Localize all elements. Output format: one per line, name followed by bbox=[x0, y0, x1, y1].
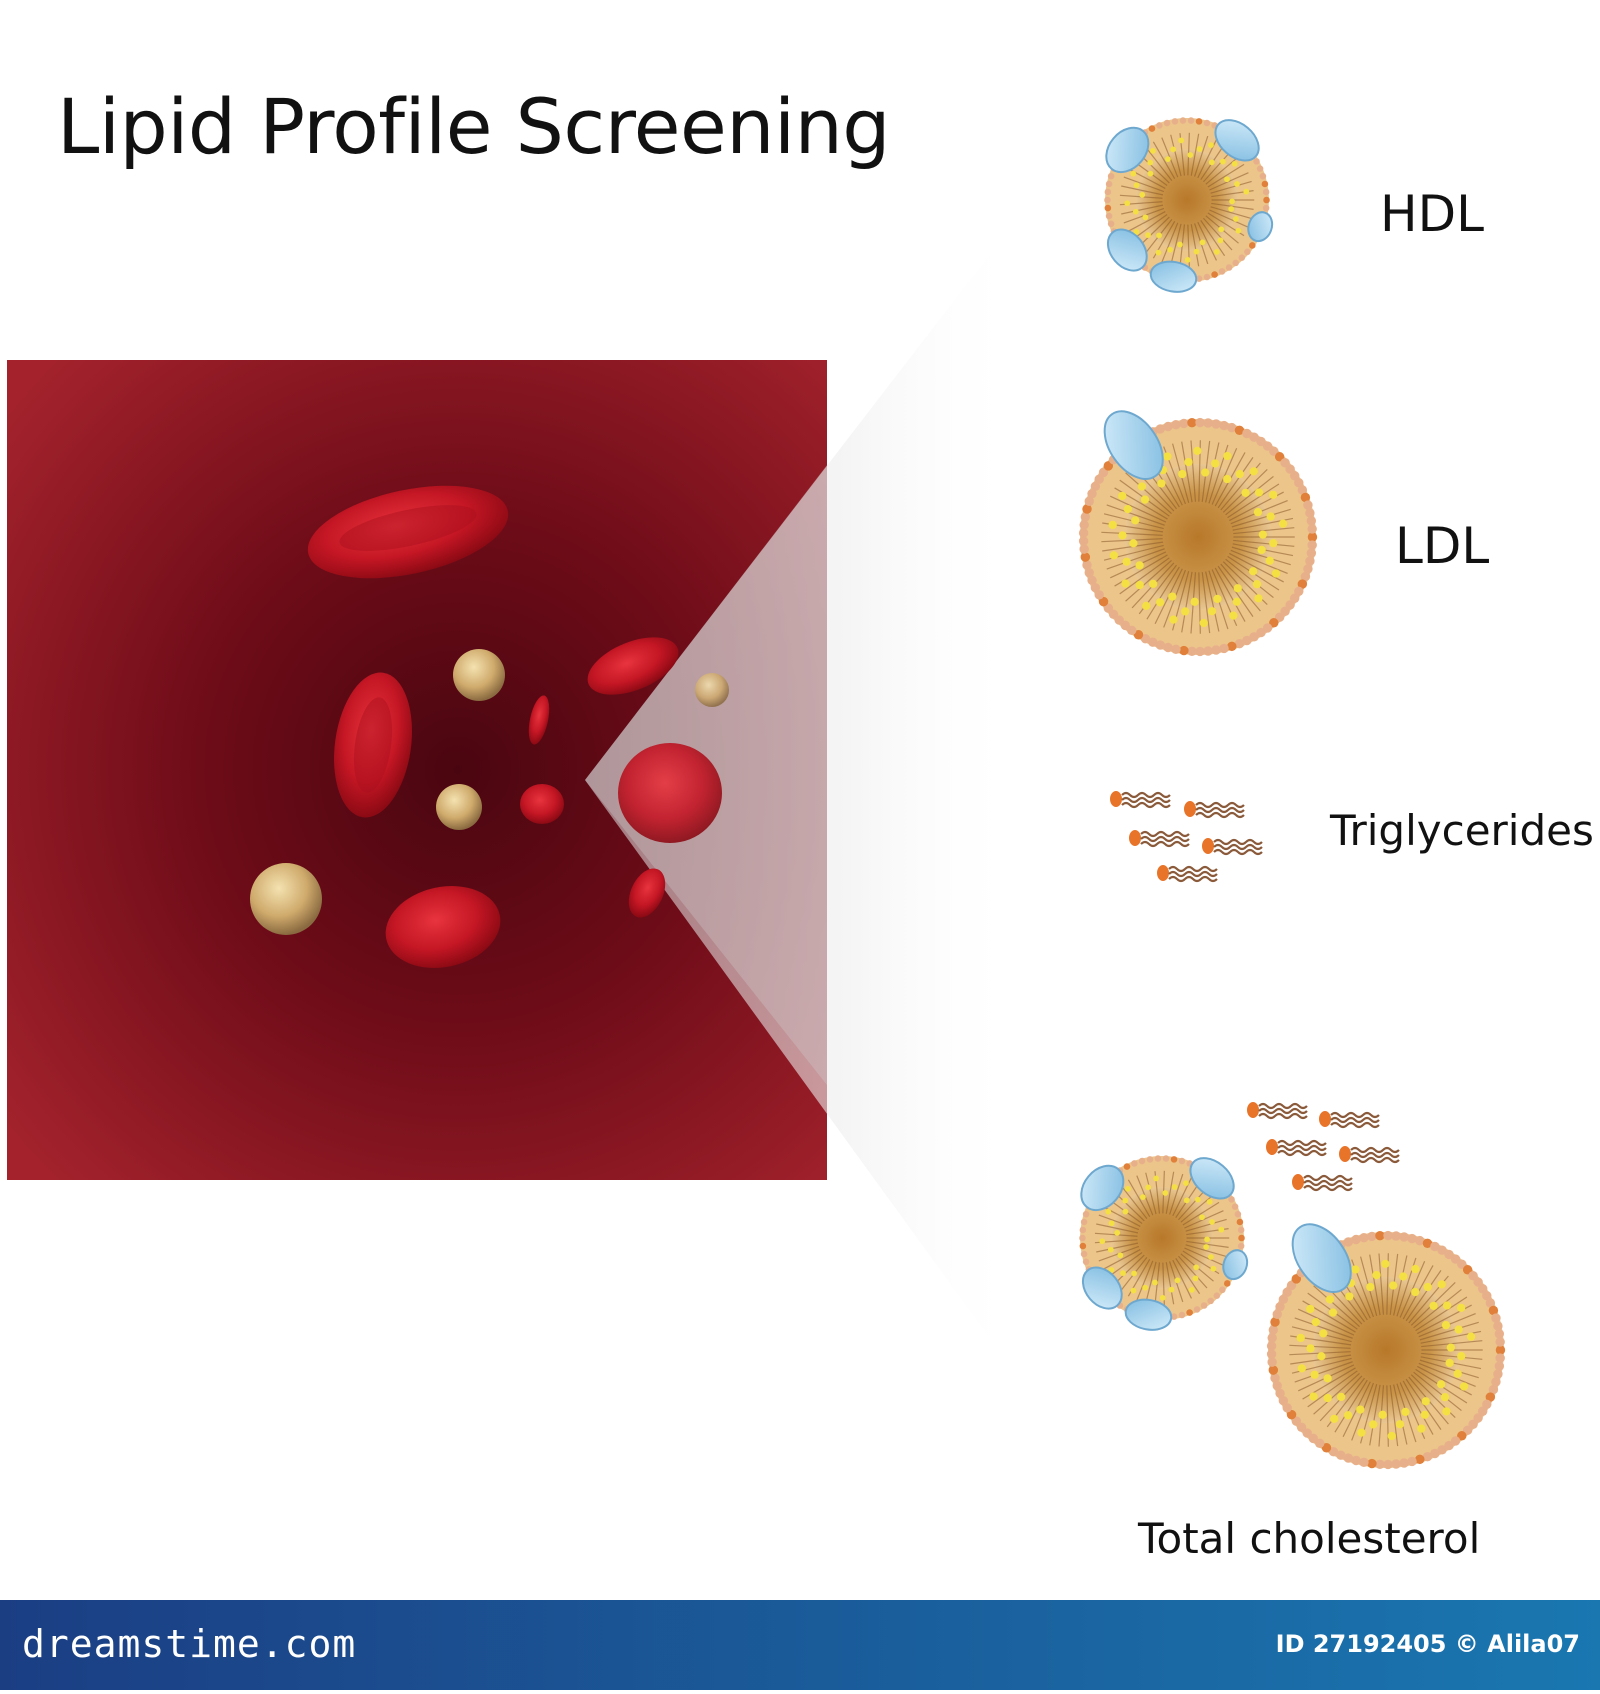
red-blood-cell bbox=[385, 886, 501, 968]
fat-globule bbox=[250, 863, 322, 935]
hdl-particle bbox=[1079, 1155, 1249, 1331]
triglyceride-molecule bbox=[1319, 1111, 1380, 1129]
red-blood-cell bbox=[520, 784, 564, 824]
page-title: Lipid Profile Screening bbox=[57, 82, 891, 171]
triglyceride-molecule bbox=[1202, 838, 1263, 856]
red-blood-cell bbox=[618, 743, 722, 843]
ldl-particle bbox=[1266, 1223, 1506, 1470]
triglyceride-molecule bbox=[1266, 1139, 1327, 1157]
hdl-label: HDL bbox=[1380, 185, 1484, 243]
triglyceride-molecule bbox=[1247, 1102, 1308, 1120]
hdl-particle bbox=[1104, 117, 1274, 293]
magnification-cone bbox=[585, 215, 1020, 1380]
fat-globule bbox=[436, 784, 482, 830]
fat-globule bbox=[453, 649, 505, 701]
triglyceride-molecule bbox=[1339, 1146, 1400, 1164]
red-blood-cell bbox=[307, 485, 509, 579]
red-blood-cell bbox=[587, 637, 679, 695]
triglyceride-molecule bbox=[1110, 791, 1171, 809]
red-blood-cell bbox=[528, 695, 550, 745]
triglyceride-molecules bbox=[1110, 791, 1400, 1192]
red-blood-cell bbox=[334, 672, 412, 818]
total-cholesterol-label: Total cholesterol bbox=[1138, 1514, 1481, 1563]
lipoprotein-particles bbox=[1078, 117, 1506, 1470]
triglycerides-label: Triglycerides bbox=[1330, 806, 1594, 855]
footer-brand[interactable]: dreamstime.com bbox=[22, 1622, 357, 1666]
triglyceride-molecule bbox=[1157, 865, 1218, 883]
fat-globule bbox=[695, 673, 729, 707]
ldl-label: LDL bbox=[1395, 517, 1490, 575]
red-blood-cell bbox=[628, 868, 666, 918]
fat-globules bbox=[250, 649, 729, 935]
triglyceride-molecule bbox=[1184, 801, 1245, 819]
triglyceride-molecule bbox=[1292, 1174, 1353, 1192]
triglyceride-molecule bbox=[1129, 830, 1190, 848]
footer-image-id: ID 27192405 © Alila07 bbox=[1275, 1630, 1580, 1658]
ldl-particle bbox=[1078, 410, 1318, 657]
footer-bar: dreamstime.com ID 27192405 © Alila07 bbox=[0, 1600, 1600, 1690]
red-blood-cells bbox=[307, 485, 722, 968]
